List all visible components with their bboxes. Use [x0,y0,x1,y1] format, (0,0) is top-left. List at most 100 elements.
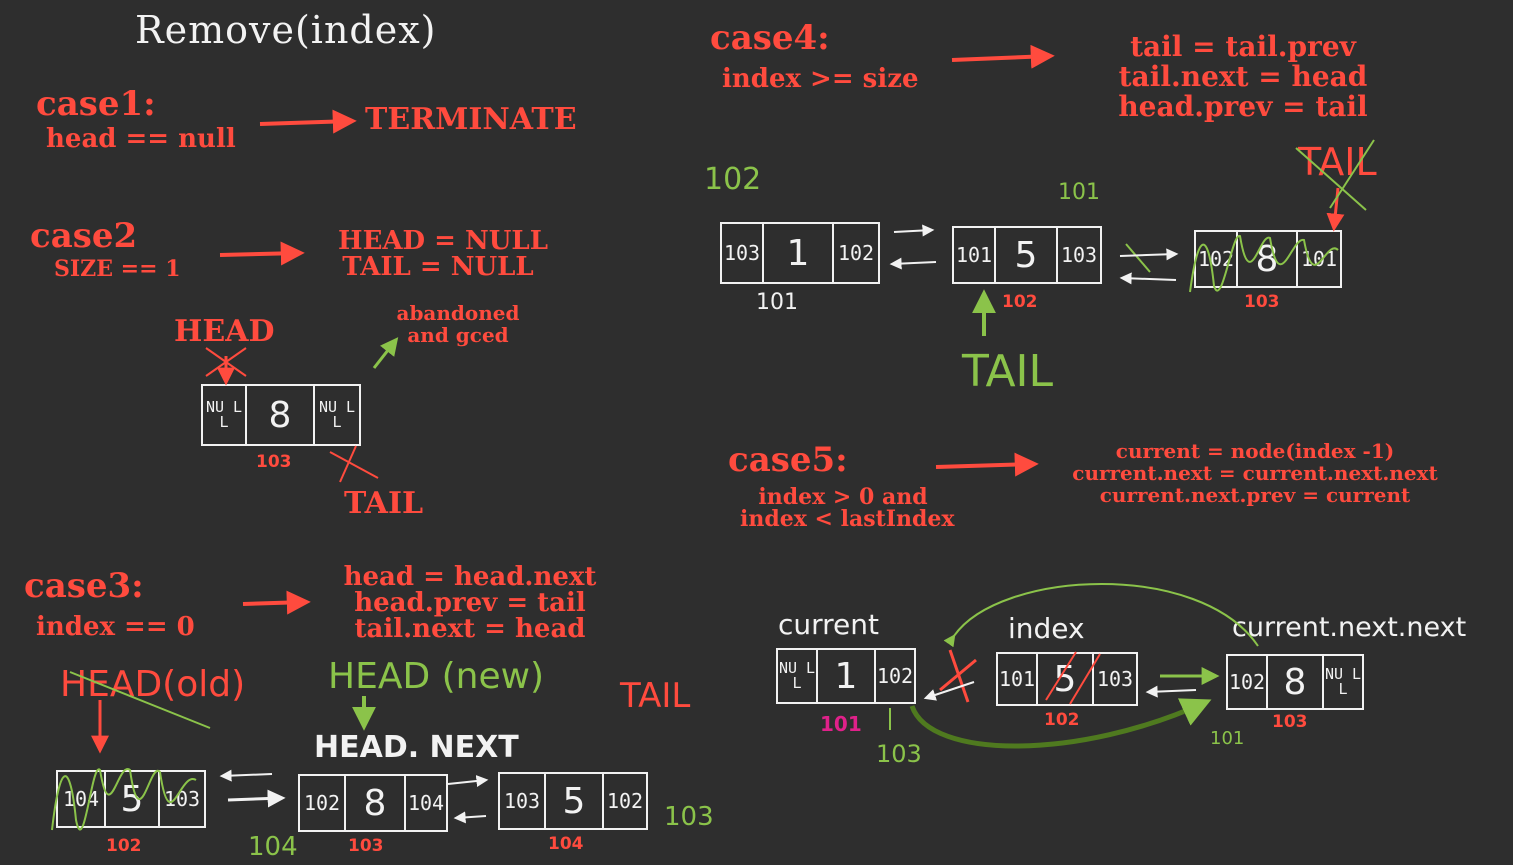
node-value-cell: 5 [546,774,604,828]
case5-node-1: NU LL 1 102 [776,648,916,704]
arrow [909,698,1212,749]
cross-stroke [69,671,211,729]
cross-stroke [1329,139,1375,209]
arrow [943,583,1259,648]
node-address: 101 [756,290,798,315]
arrow [1119,248,1179,261]
green-address: 101 [1210,728,1245,749]
node-prev-cell: 103 [500,774,546,828]
node-address: 103 [1272,712,1308,732]
node-next-cell: 103 [163,787,201,811]
arrow [1145,685,1197,698]
case3-old-head-label: HEAD(old) [60,664,246,705]
case5-code-line: current.next = current.next.next [1072,461,1438,485]
node-prev-cell: 101 [998,654,1038,704]
case1-label: case1: [36,84,156,124]
case4-code: tail = tail.prev tail.next = head head.p… [1110,32,1376,122]
case5-code: current = node(index -1) current.next = … [1062,440,1448,506]
node-next-cell: 103 [1060,243,1098,267]
case3-condition: index == 0 [36,612,195,642]
arrow [889,257,937,270]
case2-condition: SIZE == 1 [54,256,181,282]
case2-head-label: HEAD [174,314,275,349]
case4-label: case4: [710,18,830,58]
node-prev-cell: 102 [300,776,346,830]
case3-tail-label: TAIL [620,676,691,716]
case5-next-next-label: current.next.next [1232,612,1467,643]
node-address: 102 [1002,292,1038,312]
note-line: abandoned [396,301,520,325]
case3-code-line: head.prev = tail [354,588,586,618]
arrow [219,241,305,266]
case1-condition: head == null [46,124,236,154]
arrow [372,337,399,369]
case5-condition-line: index < lastIndex [740,506,955,532]
cross-stroke [205,347,247,377]
cross-stroke [1125,243,1151,273]
node-value-cell: 5 [106,772,160,826]
node-next-cell: NU LL [1324,665,1362,698]
arrow [242,590,311,615]
cross-stroke [329,451,379,479]
green-address: 104 [248,832,298,862]
case4-condition: index >= size [722,64,919,94]
node-prev-cell: NU LL [778,650,818,702]
node-value-cell: 8 [346,776,406,830]
note-line: and gced [407,323,509,347]
arrow [1119,272,1177,285]
arrow [1326,187,1345,232]
node-prev-cell: 102 [1228,656,1268,708]
cross-stroke [339,445,357,483]
case3-head-next-label: HEAD. NEXT [314,730,519,765]
case4-new-tail-label: TAIL [962,346,1054,397]
case5-condition: index > 0 and index < lastIndex [740,484,955,532]
case5-code-line: current.next.prev = current [1099,483,1411,507]
cross-stroke [1045,651,1077,701]
cross-stroke [1069,653,1101,705]
node-address: 103 [256,452,292,472]
case3-code: head = head.next head.prev = tail tail.n… [340,564,600,642]
case3-node-2: 102 8 104 [298,774,448,832]
cross-stroke [939,658,977,692]
case4-code-line: head.prev = tail [1118,90,1368,123]
node-prev-cell: NU LL [203,386,247,444]
case5-condition-line: index > 0 and [758,484,928,510]
scribble-stroke [51,768,197,831]
arrow [453,811,487,824]
arrow [219,769,273,782]
node-prev-cell: 103 [722,224,764,282]
green-address: 102 [704,162,762,197]
case2-code-line: TAIL = NULL [342,252,534,282]
node-value-cell: 1 [818,650,876,702]
case5-current-label: current [778,608,880,641]
case3-label: case3: [24,566,144,606]
case3-code-line: tail.next = head [354,614,586,644]
arrow [447,775,489,787]
node-value-cell: 8 [247,386,315,444]
arrow [227,789,286,808]
node-address: 104 [548,834,584,854]
case2-label: case2 [30,216,138,256]
arrow [923,681,975,701]
node-address: 103 [348,836,384,856]
case2-tail-label: TAIL [344,486,424,521]
node-next-cell: 102 [837,241,875,265]
node-next-cell: 103 [1096,667,1134,691]
case5-code-line: current = node(index -1) [1115,439,1395,463]
cross-stroke [1295,147,1367,211]
case4-node-1: 103 1 102 [720,222,880,284]
case5-node-3: 102 8 NU LL [1226,654,1364,710]
page-title: Remove(index) [135,8,437,52]
scribble-stroke [1189,234,1339,293]
node-prev-cell: 104 [58,772,106,826]
case4-node-2: 101 5 103 [952,226,1102,284]
node-next-cell: 102 [876,664,914,688]
node-address: 102 [106,836,142,856]
case4-code-line: tail = tail.prev [1130,30,1356,63]
node-prev-cell: 101 [954,228,996,282]
case3-code-line: head = head.next [343,562,597,592]
node-next-cell: 102 [606,789,644,813]
case4-code-line: tail.next = head [1118,60,1368,93]
node-next-cell: NU LL [318,398,356,431]
